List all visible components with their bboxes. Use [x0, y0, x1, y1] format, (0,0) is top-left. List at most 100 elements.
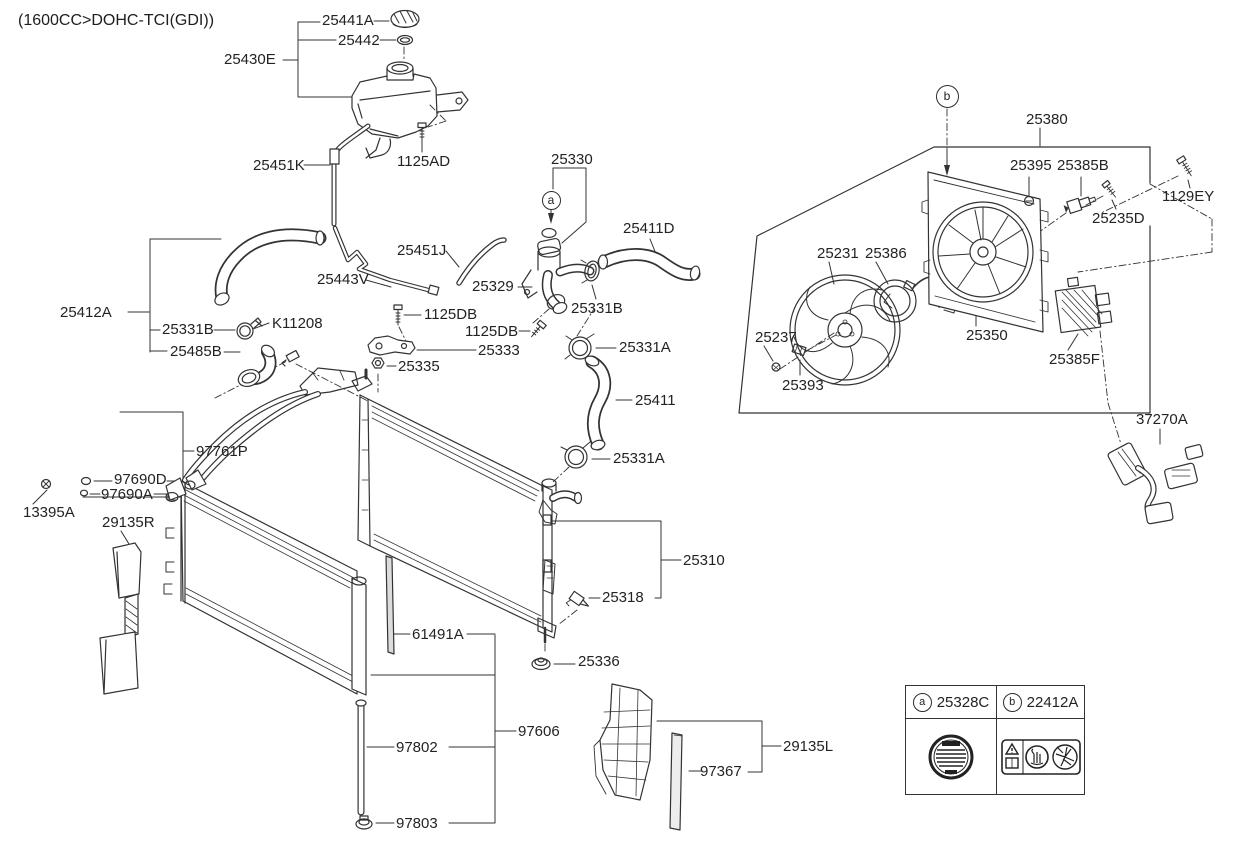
- part-label-1125DB-top: 1125DB: [424, 306, 478, 323]
- part-label-25451K: 25451K: [253, 157, 305, 174]
- radiator-mounts: [531, 499, 590, 671]
- part-label-25430E: 25430E: [224, 51, 276, 68]
- pipe-25451K: [329, 123, 371, 227]
- legend-header-a: a 25328C: [906, 686, 997, 719]
- legend-icon-cell-b: [997, 719, 1084, 794]
- part-label-97761P: 97761P: [196, 443, 248, 460]
- fan-shroud-25350: [921, 171, 1049, 333]
- legend-code-b: 22412A: [1026, 693, 1079, 711]
- radiator-group: [351, 368, 583, 644]
- part-label-25331B-left: 25331B: [162, 321, 214, 338]
- bolt-1129EY: [1176, 155, 1193, 177]
- part-label-25331A-upper: 25331A: [619, 339, 671, 356]
- grommet-97803: [355, 815, 373, 830]
- part-label-97690A: 97690A: [101, 486, 153, 503]
- legend-code-a: 25328C: [936, 693, 990, 711]
- part-label-97690D: 97690D: [114, 471, 167, 488]
- clamp-25331B-right: [580, 259, 600, 284]
- part-label-25386: 25386: [865, 245, 907, 262]
- part-label-25443V: 25443V: [317, 271, 369, 288]
- part-label-25393: 25393: [782, 377, 824, 394]
- cap-icon: [390, 9, 420, 29]
- part-label-37270A: 37270A: [1136, 411, 1188, 428]
- hose-25411: [584, 355, 612, 451]
- part-label-97606: 97606: [518, 723, 560, 740]
- oring-icon: [396, 34, 414, 46]
- air-guard-29135R: [99, 542, 142, 695]
- legend-letter-b: b: [1002, 692, 1022, 712]
- part-label-97802: 97802: [396, 739, 438, 756]
- ac-pipe-group: [40, 367, 359, 503]
- screw-25237: [771, 362, 781, 372]
- fan-assembly-group: [738, 146, 1193, 414]
- tube-97802: [355, 699, 367, 816]
- part-label-25442: 25442: [338, 32, 380, 49]
- reservoir-tank-group: [329, 9, 507, 296]
- part-label-25336: 25336: [578, 653, 620, 670]
- part-label-25231: 25231: [817, 245, 859, 262]
- clamp-25331B-left: [236, 317, 263, 340]
- nut-13395A: [40, 478, 52, 490]
- part-label-25451J: 25451J: [397, 242, 447, 259]
- bolt-1125DB-top: [393, 304, 403, 326]
- clamp-25331A-upper: [564, 333, 595, 360]
- part-label-25331A-lower: 25331A: [613, 450, 665, 467]
- part-label-25237: 25237: [755, 329, 797, 346]
- clip-25393: [791, 343, 807, 356]
- part-label-25330: 25330: [551, 151, 593, 168]
- legend-header-b: b 22412A: [997, 686, 1084, 719]
- callout-b: b: [935, 84, 959, 108]
- hose-25451J: [456, 237, 507, 286]
- nut-25335: [371, 357, 385, 369]
- controller-25385F: [1054, 276, 1113, 337]
- part-label-25329: 25329: [472, 278, 514, 295]
- callout-a: a: [541, 190, 561, 210]
- fan-warning-icon: [1000, 738, 1081, 775]
- legend-icon-cell-a: [906, 719, 997, 794]
- thermostat-25330: [537, 227, 562, 255]
- reservoir-tank: [351, 61, 469, 159]
- part-label-13395A: 13395A: [23, 504, 75, 521]
- upper-hose-group: [214, 227, 701, 469]
- drain-plug-25318: [565, 590, 590, 607]
- bolt-25235D: [1101, 179, 1116, 198]
- grommet-25336: [531, 657, 551, 671]
- elbow-25485B: [237, 344, 277, 388]
- sensor-25385B: [1063, 196, 1097, 215]
- part-label-25318: 25318: [602, 589, 644, 606]
- bolt-1125AD-icon: [417, 122, 427, 142]
- part-label-25441A: 25441A: [322, 12, 374, 29]
- wiring-37270A: [1107, 442, 1204, 525]
- part-label-25411: 25411: [635, 392, 676, 409]
- part-label-25412A: 25412A: [60, 304, 112, 321]
- legend-box: a 25328C b 22412A: [905, 685, 1085, 795]
- seal-strip-97367: [669, 732, 683, 831]
- seal-strip-61491A: [385, 555, 395, 655]
- part-label-25350: 25350: [966, 327, 1008, 344]
- part-label-97367: 97367: [700, 763, 742, 780]
- part-label-K11208: K11208: [272, 315, 323, 332]
- part-label-25385B: 25385B: [1057, 157, 1109, 174]
- pipe-25443V: [332, 225, 440, 296]
- condenser-group: [163, 480, 373, 830]
- part-label-25333: 25333: [478, 342, 520, 359]
- bracket-25333: [367, 335, 416, 356]
- part-label-61491A: 61491A: [412, 626, 464, 643]
- part-label-1129EY: 1129EY: [1162, 188, 1215, 205]
- part-label-97803: 97803: [396, 815, 438, 832]
- part-label-1125AD: 1125AD: [397, 153, 451, 170]
- bolt-1125DB-mid: [531, 319, 547, 338]
- leader-lines: [32, 20, 1191, 824]
- part-label-25385F: 25385F: [1049, 351, 1100, 368]
- part-label-25411D: 25411D: [623, 220, 675, 237]
- diagram-title: (1600CC>DOHC-TCI(GDI)): [18, 12, 215, 29]
- part-label-25485B: 25485B: [170, 343, 222, 360]
- part-label-25310: 25310: [683, 552, 725, 569]
- part-label-29135L: 29135L: [783, 738, 834, 755]
- part-label-25335: 25335: [398, 358, 440, 375]
- clamp-25331A-lower: [560, 441, 591, 469]
- dash-dot-lines: [214, 46, 1213, 655]
- part-label-25235D: 25235D: [1092, 210, 1145, 227]
